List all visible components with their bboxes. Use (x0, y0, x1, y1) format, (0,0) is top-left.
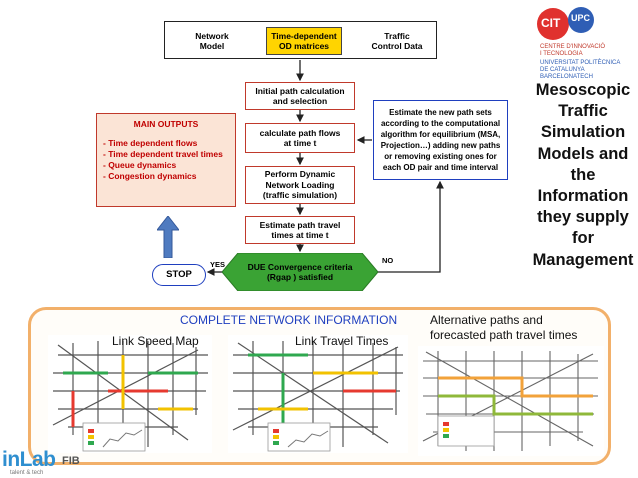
output-item: - Time dependent flows (103, 138, 198, 148)
due-criteria-label: DUE Convergence criteria (Rgap ) satisfi… (247, 261, 353, 283)
main-outputs-heading: MAIN OUTPUTS (133, 119, 199, 129)
link-travel-label: Link Travel Times (295, 334, 389, 348)
flow-arrows (206, 60, 444, 276)
new-paths-box: Estimate the new path sets according to … (373, 100, 508, 180)
link-travel-map (228, 335, 408, 453)
fib-logo: FIB (62, 455, 80, 467)
complete-info-heading: COMPLETE NETWORK INFORMATION (180, 313, 398, 327)
traffic-control-box: Traffic Control Data (371, 30, 423, 52)
upc-logo-text: UPC (571, 13, 591, 23)
main-outputs-box: MAIN OUTPUTS - Time dependent flows - Ti… (96, 113, 236, 207)
od-matrices-box: Time-dependent OD matrices (266, 27, 342, 55)
network-model-box: Network Model (195, 30, 229, 52)
cit-caption: CENTRE D'INNOVACIÓ I TECNOLOGIA (540, 44, 606, 57)
output-item: - Congestion dynamics (103, 171, 197, 181)
inlab-tagline: talent & tech (10, 470, 44, 476)
up-arrow-icon (157, 216, 179, 258)
link-speed-label: Link Speed Map (112, 334, 199, 348)
yes-label: YES (210, 260, 226, 269)
stop-box: STOP (152, 264, 206, 286)
slide-title: Mesoscopic Traffic Simulation Models and… (532, 81, 634, 269)
alt-paths-label: Alternative paths and forecasted path tr… (430, 313, 578, 342)
dnl-box: Perform Dynamic Network Loading (traffic… (245, 166, 355, 204)
due-diamond (222, 253, 378, 291)
upc-caption: UNIVERSITAT POLITÈCNICA DE CATALUNYA BAR… (540, 60, 621, 80)
output-item: - Time dependent travel times (103, 149, 223, 159)
calc-flows-box: calculate path flows at time t (245, 123, 355, 153)
inlab-logo: inLab (2, 448, 56, 471)
link-speed-map (48, 335, 212, 453)
estimate-times-box: Estimate path travel times at time t (245, 216, 355, 244)
cit-upc-logo (537, 7, 594, 40)
no-label: NO (382, 256, 394, 265)
cit-logo-text: CIT (541, 16, 561, 30)
alt-paths-map (418, 346, 604, 456)
output-item: - Queue dynamics (103, 160, 177, 170)
initial-path-box: Initial path calculation and selection (245, 82, 355, 110)
